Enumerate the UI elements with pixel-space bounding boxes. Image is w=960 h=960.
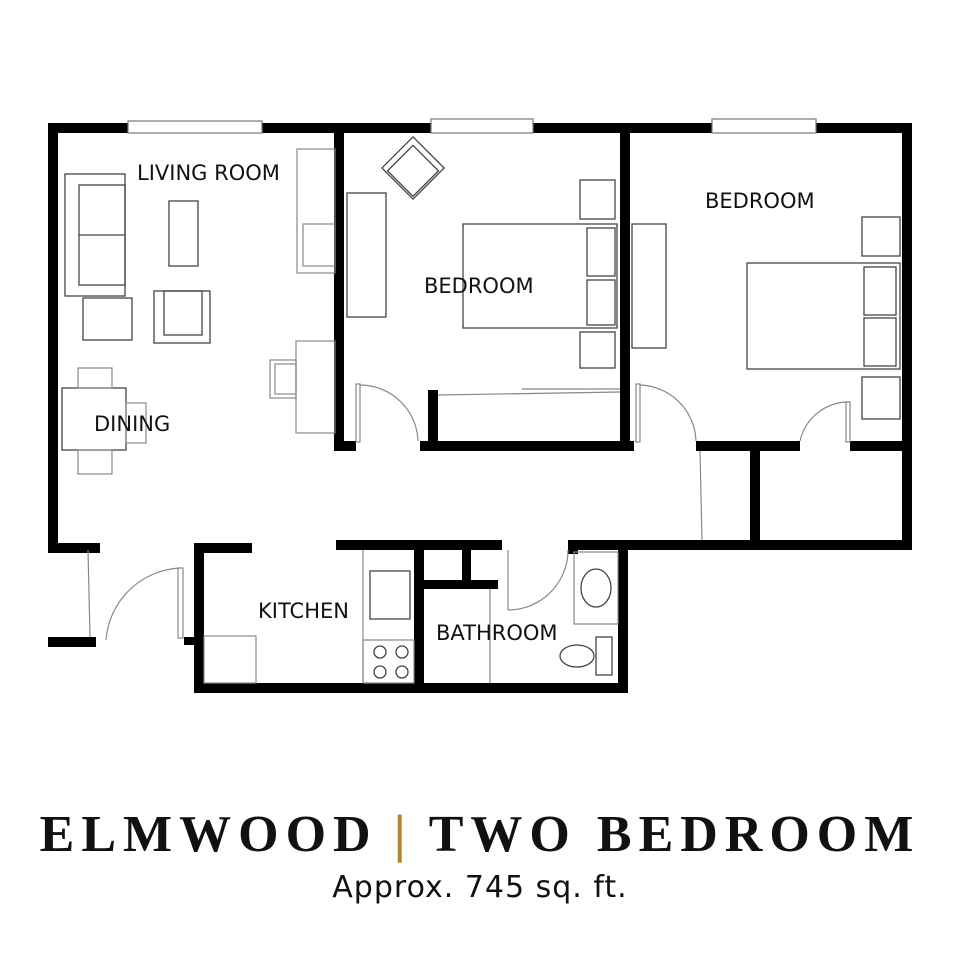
label-living-room: LIVING ROOM [137, 161, 280, 185]
windows [127, 118, 817, 134]
unit-type: TWO BEDROOM [428, 806, 921, 863]
room-labels: LIVING ROOM DINING BEDROOM BEDROOM KITCH… [94, 161, 815, 645]
dining-furniture [61, 367, 147, 475]
kitchen-fixtures [203, 550, 415, 684]
bathroom-fixtures [489, 551, 619, 683]
bedroom-2-furniture [631, 216, 901, 420]
property-name: ELMWOOD [39, 806, 378, 863]
label-bathroom: BATHROOM [436, 621, 558, 645]
label-bedroom-2: BEDROOM [705, 189, 815, 213]
area-text: Approx. 745 sq. ft. [332, 870, 628, 905]
living-room-furniture [64, 148, 336, 434]
floor-plan: LIVING ROOM DINING BEDROOM BEDROOM KITCH… [48, 118, 912, 693]
bedroom-1-furniture [346, 135, 621, 396]
label-kitchen: KITCHEN [258, 599, 349, 623]
title-block: ELMWOOD|TWO BEDROOM Approx. 745 sq. ft. [0, 800, 960, 905]
label-bedroom-1: BEDROOM [424, 274, 534, 298]
label-dining: DINING [94, 412, 170, 436]
plan-title: ELMWOOD|TWO BEDROOM [0, 800, 960, 870]
doors [87, 383, 851, 641]
title-separator: | [391, 807, 415, 863]
